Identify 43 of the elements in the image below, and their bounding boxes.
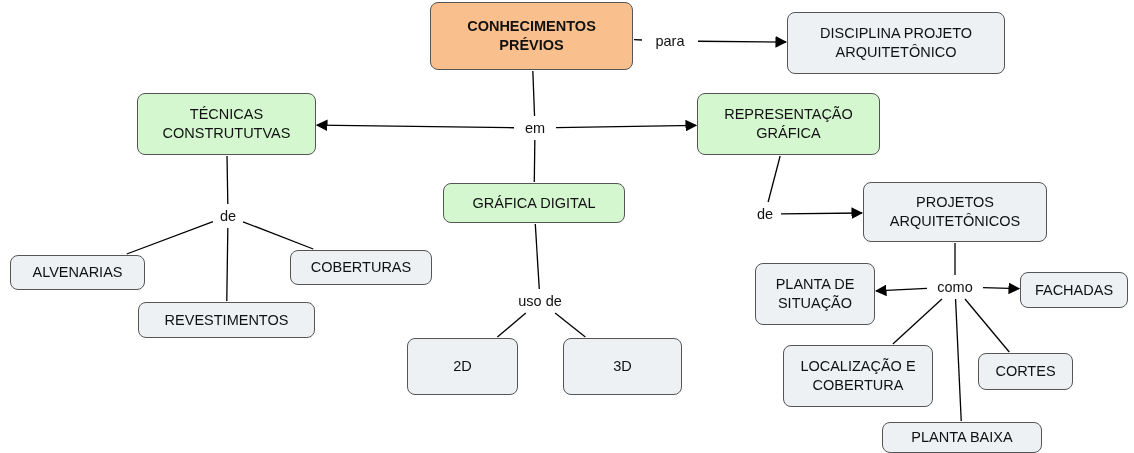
linking-phrase: de <box>750 203 780 225</box>
connector-line <box>534 223 540 290</box>
connector-line <box>767 155 781 203</box>
connector-line <box>633 39 643 41</box>
arrow <box>982 282 1021 295</box>
concept-box: CORTES <box>978 353 1073 390</box>
connector-line <box>554 312 586 338</box>
linking-phrase: uso de <box>498 290 582 312</box>
arrow <box>315 119 515 132</box>
concept-box: GRÁFICA DIGITAL <box>443 183 625 223</box>
linking-phrase: em <box>515 117 555 139</box>
concept-box: PLANTA BAIXA <box>882 422 1042 453</box>
concept-box: TÉCNICAS CONSTRUTUTVAS <box>137 93 316 155</box>
connector-line <box>533 139 536 183</box>
arrow <box>555 119 698 132</box>
connector-line <box>242 221 314 250</box>
arrow <box>780 207 864 219</box>
connector-line <box>954 242 956 276</box>
concept-box: REPRESENTAÇÃO GRÁFICA <box>697 93 880 155</box>
arrow <box>874 284 928 297</box>
connector-line <box>892 298 943 345</box>
connector-line <box>226 155 229 205</box>
linking-phrase: de <box>214 205 242 227</box>
concept-box: 3D <box>563 338 682 395</box>
concept-box: COBERTURAS <box>290 250 432 285</box>
connector-line <box>954 298 962 422</box>
connector-line <box>532 70 536 117</box>
connector-line <box>964 298 1010 353</box>
linking-phrase: para <box>643 30 697 52</box>
concept-box: LOCALIZAÇÃO E COBERTURA <box>783 345 933 407</box>
connector-line <box>126 221 214 255</box>
arrow <box>697 36 788 48</box>
connector-line <box>226 227 229 302</box>
concept-box: PROJETOS ARQUITETÔNICOS <box>863 182 1047 242</box>
concept-box: ALVENARIAS <box>10 255 145 290</box>
concept-box: DISCIPLINA PROJETO ARQUITETÔNICO <box>787 12 1005 74</box>
linking-phrase: como <box>928 276 982 298</box>
concept-box: PLANTA DE SITUAÇÃO <box>755 263 875 325</box>
concept-box: REVESTIMENTOS <box>138 302 315 338</box>
concept-box: CONHECIMENTOS PRÉVIOS <box>430 2 633 70</box>
concept-box: FACHADAS <box>1020 272 1128 308</box>
connector-line <box>496 312 527 338</box>
concept-box: 2D <box>407 338 518 395</box>
